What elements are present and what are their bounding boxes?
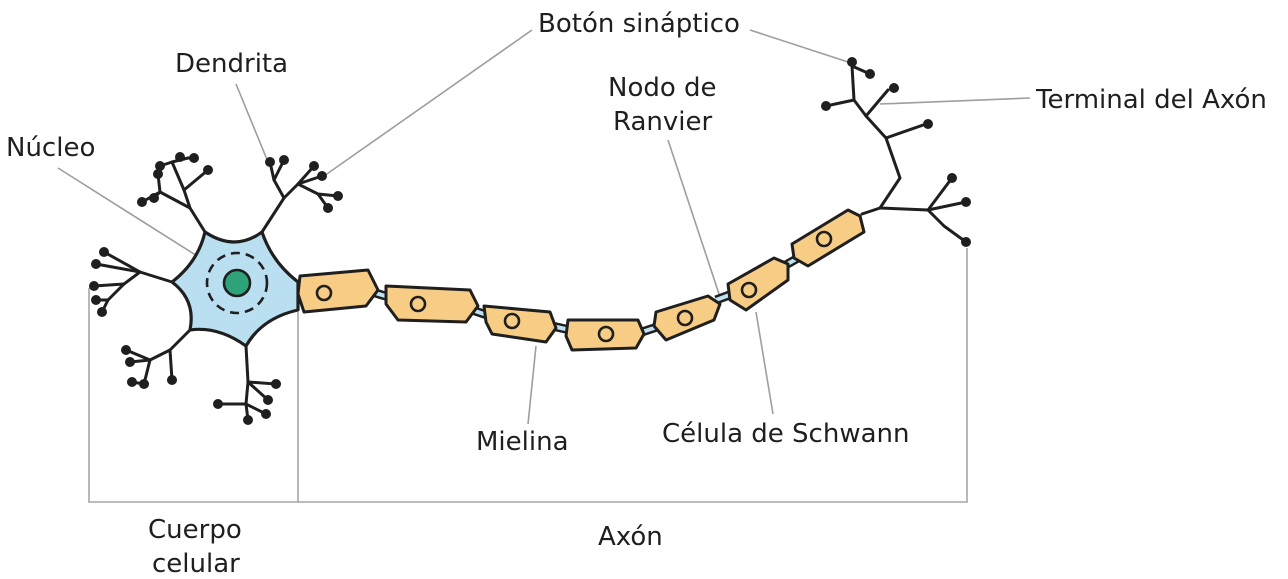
schwann-cell-1 bbox=[296, 268, 380, 314]
schwann-cell-3 bbox=[482, 304, 558, 344]
leader-celula-schwann bbox=[755, 311, 774, 415]
cell-body-bracket bbox=[88, 288, 299, 503]
leader-mielina bbox=[527, 345, 537, 425]
leader-boton-sinaptico-right bbox=[749, 29, 849, 63]
label-terminal-axon: Terminal del Axón bbox=[1035, 85, 1267, 115]
leader-lines bbox=[57, 29, 1031, 425]
label-cuerpo-celular-line1: Cuerpo bbox=[148, 515, 242, 545]
label-nucleo: Núcleo bbox=[6, 133, 95, 163]
label-axon: Axón bbox=[598, 522, 663, 552]
axon-terminal-buttons bbox=[821, 57, 971, 247]
label-celula-schwann: Célula de Schwann bbox=[662, 419, 909, 449]
axon-bracket bbox=[298, 248, 968, 503]
schwann-nucleus-6 bbox=[740, 281, 758, 299]
schwann-nucleus-4 bbox=[597, 325, 615, 343]
label-nodo-ranvier-line1: Nodo de bbox=[608, 73, 717, 103]
region-brackets bbox=[88, 248, 968, 503]
schwann-nucleus-5 bbox=[676, 309, 694, 327]
label-mielina: Mielina bbox=[476, 427, 569, 457]
label-boton-sinaptico: Botón sináptico bbox=[538, 9, 740, 39]
labels: Botón sináptico Dendrita Núcleo Nodo de … bbox=[6, 9, 1267, 579]
schwann-nucleus-7 bbox=[815, 230, 833, 248]
leader-nodo-ranvier bbox=[667, 139, 721, 298]
leader-boton-sinaptico-left bbox=[323, 29, 533, 177]
schwann-cell-2 bbox=[384, 284, 480, 324]
label-cuerpo-celular-line2: celular bbox=[152, 549, 240, 579]
leader-terminal-axon bbox=[879, 97, 1031, 105]
axon-terminal bbox=[824, 64, 968, 244]
nucleus bbox=[222, 268, 252, 298]
label-dendrita: Dendrita bbox=[175, 49, 288, 79]
schwann-nucleus-2 bbox=[409, 295, 427, 313]
dendrite-tips bbox=[89, 152, 343, 425]
label-nodo-ranvier-line2: Ranvier bbox=[613, 107, 713, 137]
leader-dendrita bbox=[235, 83, 269, 163]
schwann-nucleus-1 bbox=[315, 284, 333, 302]
myelin-sheath bbox=[296, 208, 866, 352]
nucleus-boundary bbox=[205, 251, 269, 315]
schwann-cell-6 bbox=[726, 256, 790, 312]
schwann-nucleus-3 bbox=[503, 312, 521, 330]
